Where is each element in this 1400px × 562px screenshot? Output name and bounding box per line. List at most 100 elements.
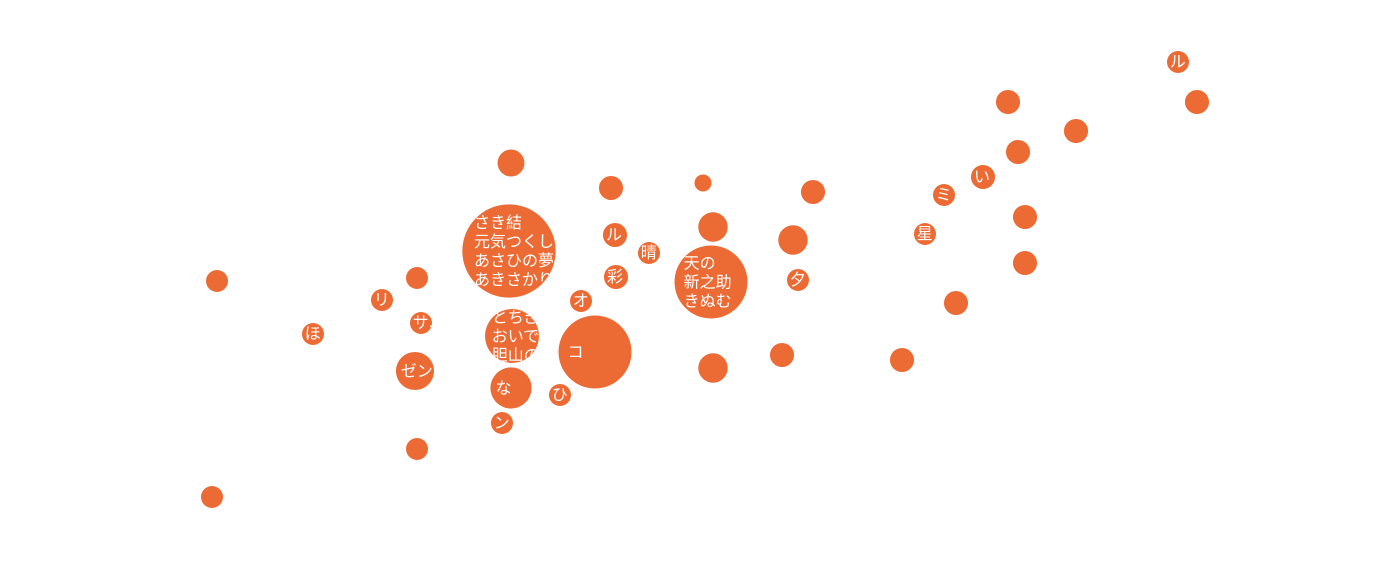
- bubble-point: [698, 212, 728, 242]
- bubble-point: サニ: [410, 312, 445, 334]
- bubble-mark: [1012, 204, 1038, 230]
- bubble-label: あさひの夢: [474, 251, 554, 270]
- bubble-mark: [694, 174, 712, 192]
- bubble-point: [1184, 89, 1210, 115]
- bubble-label: ほ: [305, 324, 321, 343]
- bubble-mark: [778, 225, 808, 255]
- bubble-label: 晴: [641, 243, 657, 262]
- bubble-mark: [395, 351, 435, 391]
- bubble-mark: [1012, 250, 1038, 276]
- bubble-mark: [787, 269, 809, 291]
- bubble-label: ゼン: [401, 362, 433, 381]
- bubble-mark: [638, 242, 660, 264]
- bubble-mark: [201, 486, 223, 508]
- bubble-label: な: [496, 379, 512, 398]
- bubble-mark: [889, 347, 915, 373]
- bubble-mark: [1167, 51, 1189, 73]
- bubble-point: ル: [1167, 51, 1189, 73]
- bubble-mark: [1005, 139, 1031, 165]
- bubble-mark: [943, 290, 969, 316]
- bubble-label: さき結: [474, 213, 522, 232]
- bubble-mark: [490, 367, 532, 409]
- bubble-mark: [558, 315, 632, 389]
- bubble-label: コ: [568, 343, 584, 362]
- bubble-mark: [598, 175, 624, 201]
- bubble-point: 晴: [638, 242, 660, 264]
- bubble-label: 胆山の: [492, 346, 540, 365]
- bubble-label: オ: [573, 291, 589, 310]
- bubble-point: [1063, 118, 1089, 144]
- bubble-point: [995, 89, 1021, 115]
- bubble-label: 天の: [684, 254, 716, 273]
- bubble-label: 元気つくし: [474, 232, 554, 251]
- bubble-label: きぬむ: [684, 292, 732, 311]
- bubble-mark: [549, 384, 571, 406]
- bubble-point: な: [490, 367, 532, 409]
- bubble-mark: [206, 270, 228, 292]
- bubble-point: ひ: [549, 384, 571, 406]
- bubble-point: [778, 225, 808, 255]
- bubble-mark: [570, 290, 592, 312]
- bubble-point: [406, 267, 428, 289]
- bubble-mark: [995, 89, 1021, 115]
- bubble-mark: [462, 204, 556, 298]
- bubble-point: ほ: [302, 323, 324, 345]
- bubble-label: ひ: [552, 385, 568, 404]
- bubble-point: 彩: [603, 264, 629, 290]
- bubble-label: ル: [1170, 52, 1186, 71]
- bubble-point: [943, 290, 969, 316]
- bubble-point: [800, 179, 826, 205]
- bubble-point: [1005, 139, 1031, 165]
- bubble-mark: [914, 223, 936, 245]
- bubble-point: リ: [371, 289, 393, 311]
- bubble-mark: [1063, 118, 1089, 144]
- bubble-mark: [674, 245, 748, 319]
- bubble-point: [698, 353, 728, 383]
- bubble-mark: [603, 264, 629, 290]
- bubble-point: ル: [602, 222, 628, 248]
- bubble-mark: [1184, 89, 1210, 115]
- bubble-point: [497, 149, 525, 177]
- bubble-mark: [933, 184, 955, 206]
- bubble-mark: [406, 267, 428, 289]
- bubble-point: ミ: [933, 184, 955, 206]
- bubble-mark: [302, 323, 324, 345]
- bubble-point: ン: [491, 412, 513, 434]
- bubble-point: [1012, 250, 1038, 276]
- bubble-point: [201, 486, 223, 508]
- bubble-point: [406, 438, 428, 460]
- bubble-point: 夕: [787, 269, 809, 291]
- bubble-label: サニ: [413, 313, 445, 332]
- bubble-mark: [406, 438, 428, 460]
- bubble-mark: [769, 342, 795, 368]
- bubble-label: い: [974, 167, 990, 186]
- bubble-mark: [698, 212, 728, 242]
- bubble-label: 星: [917, 224, 933, 243]
- bubble-mark: [485, 309, 539, 363]
- bubble-point: [769, 342, 795, 368]
- bubble-label: とちぎの: [492, 308, 556, 327]
- bubble-label: ル: [606, 225, 622, 244]
- bubble-point: [889, 347, 915, 373]
- bubble-label: あきさかり: [474, 270, 554, 289]
- bubble-mark: [491, 412, 513, 434]
- bubble-mark: [800, 179, 826, 205]
- bubble-label: ミ: [936, 185, 952, 204]
- bubble-point: 星: [914, 223, 936, 245]
- bubble-point: オ: [570, 290, 592, 312]
- bubble-point: コ: [558, 315, 632, 389]
- bubble-label: 彩: [607, 267, 623, 286]
- bubble-label: ン: [494, 413, 510, 432]
- bubble-mark: [410, 312, 432, 334]
- bubble-point: ゼン: [395, 351, 435, 391]
- bubble-point: [1012, 204, 1038, 230]
- bubble-mark: [698, 353, 728, 383]
- bubble-point: [694, 174, 712, 192]
- bubble-mark: [602, 222, 628, 248]
- bubble-label: おいでま: [492, 327, 556, 346]
- bubble-point: い: [970, 164, 996, 190]
- bubble-label: リ: [374, 290, 390, 309]
